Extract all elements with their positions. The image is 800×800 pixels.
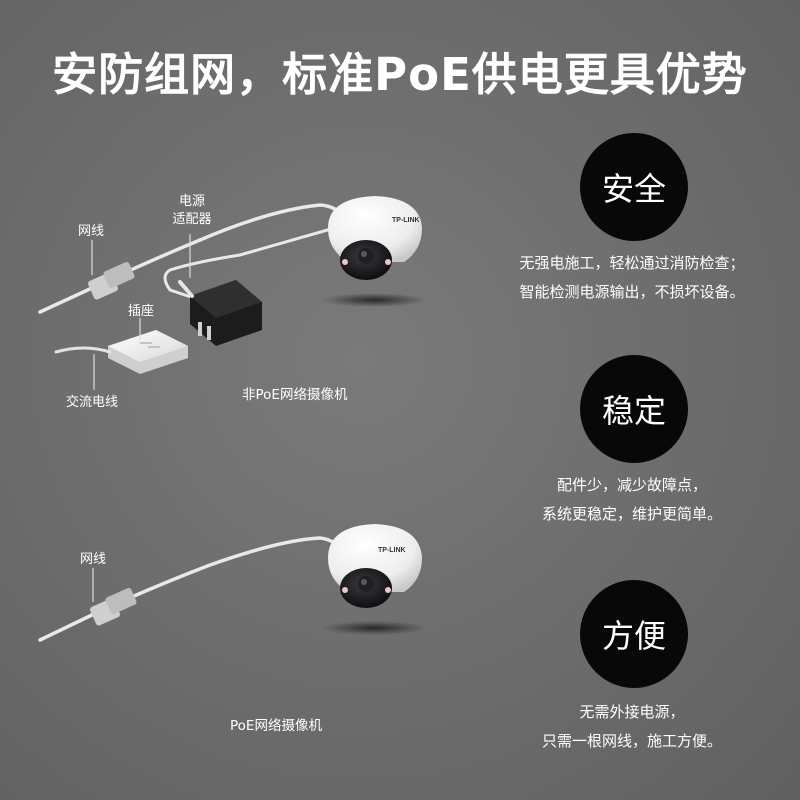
- rj45-connector-poe: [90, 588, 137, 626]
- feature-desc-stability: 配件少，减少故障点， 系统更稳定，维护更简单。: [490, 471, 774, 529]
- non-poe-caption: 非PoE网络摄像机: [242, 387, 348, 403]
- poe-scene: TP-LINK: [38, 524, 426, 642]
- page-title: 安防组网，标准PoE供电更具优势: [52, 48, 748, 101]
- camera-brand-logo-2: TP-LINK: [378, 547, 406, 554]
- non-poe-scene: TP-LINK: [38, 196, 426, 390]
- power-cable: [163, 223, 347, 302]
- feature-badge-safety: 安全: [580, 133, 688, 241]
- feature-desc-line: 配件少，减少故障点，: [556, 476, 707, 494]
- poe-network-cable-label: 网线: [80, 552, 107, 567]
- feature-desc-line: 只需一根网线，施工方便。: [541, 732, 722, 750]
- power-adapter-label: 电源 适配器: [170, 193, 214, 229]
- poe-network-cable: [38, 536, 347, 642]
- camera-dome-2: TP-LINK: [322, 524, 426, 635]
- power-adapter-label-line2: 适配器: [172, 212, 212, 227]
- power-adapter-label-line1: 电源: [178, 194, 205, 209]
- ac-cable-label: 交流电线: [66, 395, 119, 410]
- poe-caption: PoE网络摄像机: [230, 718, 322, 734]
- camera-brand-logo-1: TP-LINK: [392, 217, 420, 224]
- socket-label: 插座: [128, 304, 155, 319]
- feature-desc-convenience: 无需外接电源， 只需一根网线，施工方便。: [490, 698, 774, 756]
- power-adapter: [178, 280, 262, 346]
- feature-badge-convenience: 方便: [580, 580, 688, 688]
- feature-badge-stability: 稳定: [580, 355, 688, 463]
- feature-desc-line: 系统更稳定，维护更简单。: [541, 505, 722, 523]
- camera-dome-1: TP-LINK: [322, 196, 426, 307]
- feature-desc-line: 智能检测电源输出，不损坏设备。: [519, 283, 745, 301]
- wall-socket: [108, 330, 188, 374]
- rj45-connector: [88, 262, 135, 300]
- feature-desc-line: 无需外接电源，: [579, 703, 685, 721]
- feature-desc-line: 无强电施工，轻松通过消防检查；: [519, 254, 745, 272]
- network-cable-label: 网线: [78, 224, 105, 239]
- ac-cable: [54, 346, 112, 354]
- feature-desc-safety: 无强电施工，轻松通过消防检查； 智能检测电源输出，不损坏设备。: [490, 249, 774, 307]
